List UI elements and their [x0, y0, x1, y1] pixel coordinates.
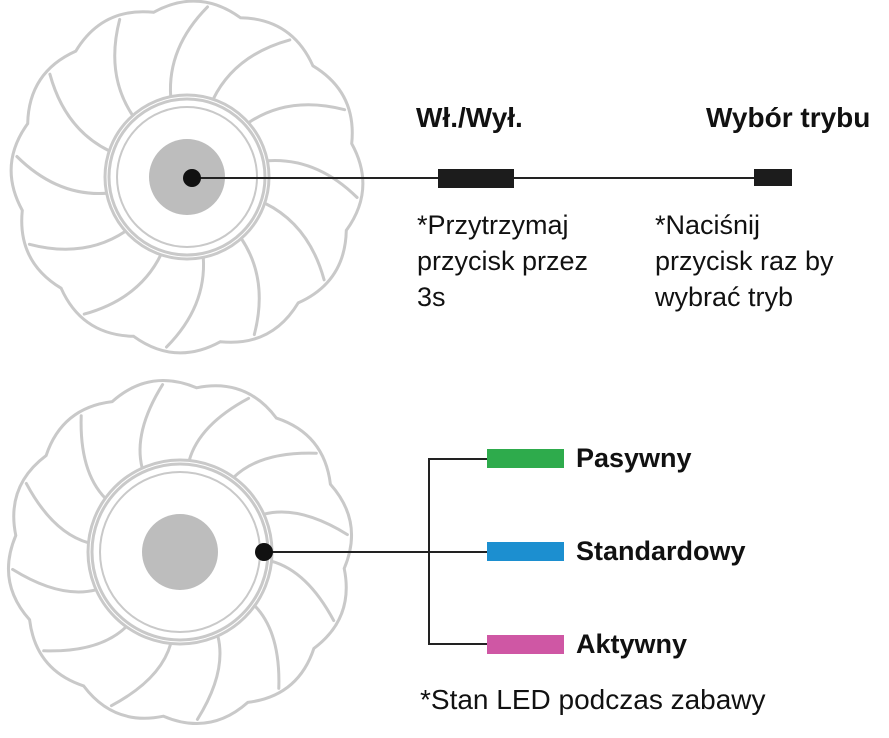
toy-petal-line [211, 38, 292, 101]
toy-petal-line [15, 155, 109, 196]
mode-button-bar [754, 169, 792, 186]
toy-petal-line [195, 634, 222, 721]
toy-petal-line [265, 158, 359, 199]
led-bar-aktywny [487, 635, 564, 654]
led-bar-pasywny [487, 449, 564, 468]
toy-petal-line [263, 201, 326, 282]
toy-petal-line [109, 642, 173, 708]
mode-note-line-1: *Naciśnij [655, 210, 761, 240]
mode-note-line-2: przycisk raz by [655, 246, 834, 276]
toy-petal-line [168, 5, 209, 99]
power-note: *Przytrzymaj przycisk przez 3s [417, 207, 588, 315]
led-footnote: *Stan LED podczas zabawy [420, 684, 766, 715]
led-bar-standardowy [487, 542, 564, 561]
toy-petal-line [253, 604, 281, 690]
power-note-line-3: 3s [417, 282, 446, 312]
button-dot-bottom-icon [255, 543, 273, 561]
toy-petal-line [239, 237, 261, 337]
toy-petal-line [247, 103, 347, 125]
mode-heading: Wybór trybu [706, 102, 871, 133]
toy-petal-line [113, 17, 135, 117]
toy-petal-line [187, 396, 251, 462]
toy-petal-line [262, 510, 349, 537]
toy-petal-line [48, 72, 111, 153]
mode-label-pasywny: Pasywny [576, 443, 692, 473]
toy-petal-line [24, 481, 90, 545]
toy-petal-line [165, 255, 206, 349]
power-note-line-1: *Przytrzymaj [417, 210, 569, 240]
toy-petal-line [138, 383, 165, 470]
toy-petal-line [11, 567, 98, 594]
power-button-bar [438, 169, 514, 188]
mode-label-aktywny: Aktywny [576, 629, 688, 659]
mode-note-line-3: wybrać tryb [655, 282, 794, 312]
button-dot-top-icon [183, 169, 201, 187]
toy-petal-line [270, 559, 336, 623]
mode-note: *Naciśnij przycisk raz by wybrać tryb [655, 207, 834, 315]
mode-label-standardowy: Standardowy [576, 536, 746, 566]
toy-petal-line [27, 229, 127, 251]
toy-petal-line [82, 253, 163, 316]
toy-button [142, 514, 218, 590]
power-note-line-2: przycisk przez [417, 246, 589, 276]
toy-petal-line [42, 625, 128, 653]
power-heading: Wł./Wył. [416, 102, 523, 133]
toy-petal-line [79, 414, 107, 500]
toy-petal-line [232, 451, 318, 479]
ball-toy-bottom-icon [7, 379, 353, 725]
